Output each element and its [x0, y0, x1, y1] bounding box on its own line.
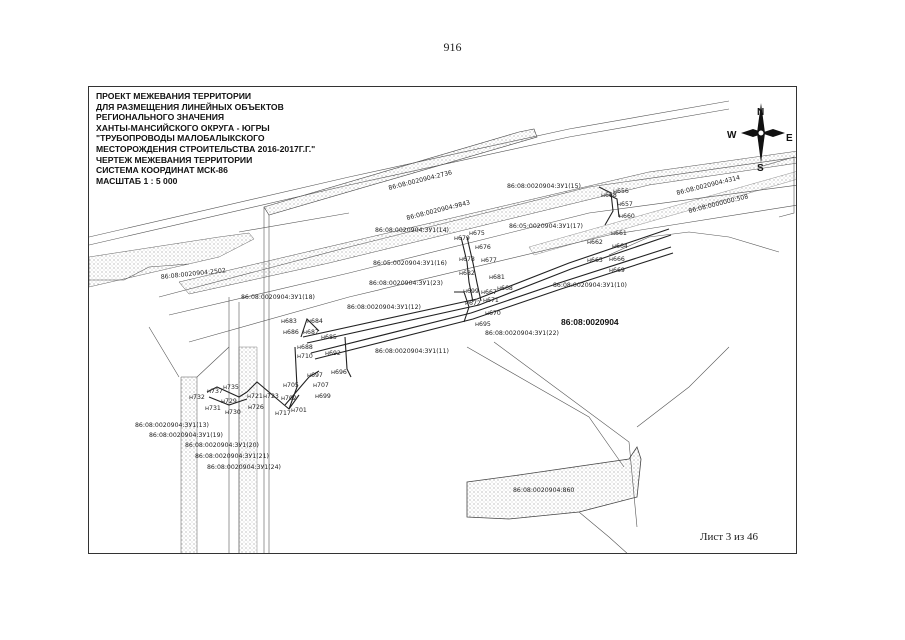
dotted-area-right-strip — [528, 171, 796, 256]
point-label: н664 — [612, 243, 628, 250]
pipeline-corridor — [206, 186, 674, 410]
zu-18: 86:08:0020904:ЗУ1(18) — [241, 294, 315, 301]
point-label: н721 — [247, 393, 263, 400]
zu-10: 86:08:0020904:ЗУ1(10) — [553, 282, 627, 289]
title-block: ПРОЕКТ МЕЖЕВАНИЯ ТЕРРИТОРИИ ДЛЯ РАЗМЕЩЕН… — [96, 91, 315, 186]
zu-11: 86:08:0020904:ЗУ1(11) — [375, 348, 449, 355]
point-label: н656 — [613, 188, 629, 195]
point-label: н710 — [297, 353, 313, 360]
zu-21: 86:08:0020904:ЗУ1(21) — [195, 453, 269, 460]
zu-16: 86:05:0020904:ЗУ1(16) — [373, 260, 447, 267]
compass-rose — [741, 103, 785, 163]
point-label: н732 — [189, 394, 205, 401]
point-label: н666 — [609, 256, 625, 263]
quarter-label: 86:08:0020904 — [561, 317, 619, 327]
title-line: ХАНТЫ-МАНСИЙСКОГО ОКРУГА - ЮГРЫ — [96, 122, 270, 133]
point-label: н696 — [331, 369, 347, 376]
title-line: СИСТЕМА КООРДИНАТ МСК-86 — [96, 165, 228, 176]
point-label: н667 — [481, 289, 497, 296]
compass-s: S — [757, 163, 764, 174]
point-label: н688 — [297, 344, 313, 351]
point-label: н678 — [459, 256, 475, 263]
point-label: н682 — [459, 270, 475, 277]
point-label: н676 — [475, 244, 491, 251]
point-label: н735 — [223, 384, 239, 391]
point-label: н729 — [221, 398, 237, 405]
compass-e: E — [786, 133, 793, 144]
point-label: н730 — [225, 409, 241, 416]
dotted-area-left — [89, 232, 255, 288]
point-label: н705 — [283, 382, 299, 389]
compass-w: W — [727, 130, 737, 141]
point-label: н685 — [321, 334, 337, 341]
point-label: н668 — [497, 285, 513, 292]
dotted-area-corridor-2 — [238, 346, 258, 553]
title-line: МЕСТОРОЖДЕНИЯ СТРОИТЕЛЬСТВА 2016-2017Г.Г… — [96, 143, 316, 154]
sheet-label: Лист 3 из 46 — [700, 531, 759, 543]
point-label: н658 — [601, 192, 617, 199]
point-label: н679 — [454, 235, 470, 242]
point-label: н683 — [281, 318, 297, 325]
zu-24: 86:08:0020904:ЗУ1(24) — [207, 464, 281, 471]
point-label: н697 — [307, 372, 323, 379]
dotted-area-860 — [466, 446, 642, 520]
point-label: н717 — [275, 410, 291, 417]
dotted-area-top — [263, 128, 538, 216]
point-label: н675 — [469, 230, 485, 237]
zu-14: 86:08:0020904:ЗУ1(14) — [375, 227, 449, 234]
dotted-area-road — [178, 151, 796, 295]
point-label: н701 — [291, 407, 307, 414]
point-labels: н656 н657 н660 н658 н661 н662 н664 н665 … — [189, 188, 635, 417]
zu-20: 86:08:0020904:ЗУ1(20) — [185, 442, 259, 449]
point-label: н737 — [207, 388, 223, 395]
point-label: н669 — [609, 267, 625, 274]
point-label: н687 — [303, 329, 319, 336]
point-label: н695 — [475, 321, 491, 328]
zu-12: 86:08:0020904:ЗУ1(12) — [347, 304, 421, 311]
point-label: н662 — [587, 239, 603, 246]
point-label: н702 — [281, 395, 297, 402]
point-label: н699 — [315, 393, 331, 400]
point-label: н657 — [617, 201, 633, 208]
title-line: ЧЕРТЕЖ МЕЖЕВАНИЯ ТЕРРИТОРИИ — [96, 154, 253, 165]
point-label: н731 — [205, 405, 221, 412]
point-label: н672 — [465, 300, 481, 307]
zu-19: 86:08:0020904:ЗУ1(19) — [149, 432, 223, 439]
map-canvas: N S W E 86:08:0020904:2736 86:08:0020904… — [89, 100, 796, 553]
point-label: н692 — [325, 350, 341, 357]
point-label: н699 — [463, 288, 479, 295]
page-number: 916 — [443, 40, 462, 54]
zu-15: 86:08:0020904:ЗУ1(15) — [507, 183, 581, 190]
map-frame: N S W E 86:08:0020904:2736 86:08:0020904… — [88, 86, 797, 554]
parcel-860: 86:08:0020904:860 — [513, 487, 574, 494]
point-label: н677 — [481, 257, 497, 264]
zu-17: 86:05:0020904:ЗУ1(17) — [509, 223, 583, 230]
point-label: н681 — [489, 274, 505, 281]
point-label: н671 — [483, 297, 499, 304]
title-line: ПРОЕКТ МЕЖЕВАНИЯ ТЕРРИТОРИИ — [96, 91, 252, 101]
title-line: РЕГИОНАЛЬНОГО ЗНАЧЕНИЯ — [96, 112, 225, 123]
title-line: МАСШТАБ 1 : 5 000 — [96, 175, 178, 186]
zu-22: 86:08:0020904:ЗУ1(22) — [485, 330, 559, 337]
point-label: н684 — [307, 318, 323, 325]
title-line: ДЛЯ РАЗМЕЩЕНИЯ ЛИНЕЙНЫХ ОБЪЕКТОВ — [96, 101, 284, 112]
zu-23: 86:08:0020904:ЗУ1(23) — [369, 280, 443, 287]
point-label: н670 — [485, 310, 501, 317]
point-label: н665 — [587, 257, 603, 264]
point-label: н726 — [248, 404, 264, 411]
compass-n: N — [757, 107, 764, 118]
point-label: н660 — [619, 213, 635, 220]
point-label: н661 — [611, 230, 627, 237]
zu-13: 86:08:0020904:ЗУ1(13) — [135, 422, 209, 429]
point-label: н707 — [313, 382, 329, 389]
boundary-lines — [89, 100, 796, 553]
point-label: н686 — [283, 329, 299, 336]
title-line: "ТРУБОПРОВОДЫ МАЛОБАЛЫКСКОГО — [96, 133, 265, 144]
point-label: н723 — [263, 393, 279, 400]
dotted-area-corridor — [180, 376, 198, 553]
